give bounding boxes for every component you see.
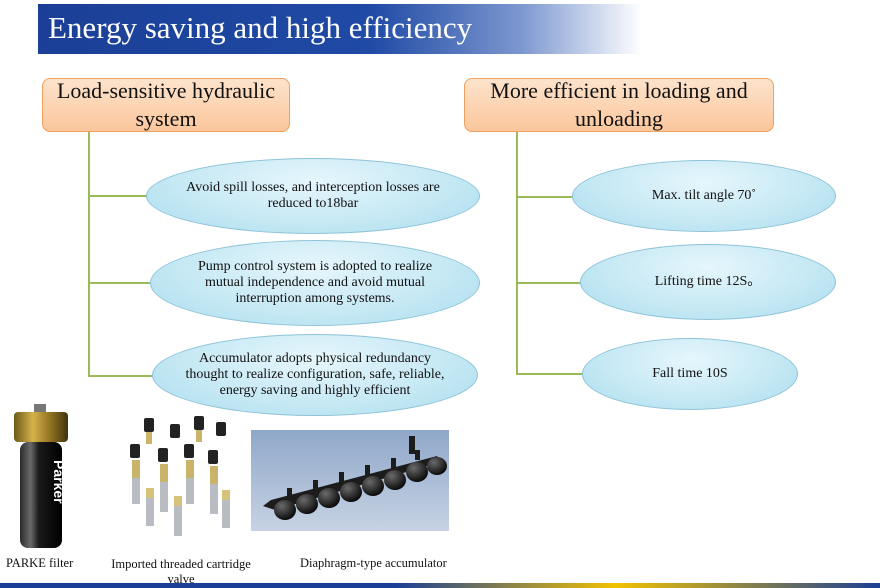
page-title: Energy saving and high efficiency <box>48 10 473 45</box>
caption-parker-filter: PARKE filter <box>6 556 74 570</box>
accumulator-photo <box>251 430 449 531</box>
right-tree-trunk <box>516 132 518 374</box>
left-item-1: Avoid spill losses, and interception los… <box>146 158 480 234</box>
left-branch-1 <box>88 195 150 197</box>
left-item-2: Pump control system is adopted to realiz… <box>150 240 480 326</box>
cartridge-valve-photo <box>130 416 230 536</box>
caption-accumulator: Diaphragm-type accumulator <box>300 556 447 570</box>
left-branch-2 <box>88 282 152 284</box>
right-branch-1 <box>516 196 574 198</box>
left-tree-trunk <box>88 132 90 377</box>
title-banner: Energy saving and high efficiency <box>38 4 642 54</box>
right-item-1: Max. tilt angle 70˚ <box>572 160 836 232</box>
parker-filter-photo: Parker <box>14 404 68 548</box>
caption-cartridge-valve: Imported threaded cartridge valve <box>111 557 251 586</box>
footer-bar <box>0 583 880 588</box>
load-sensitive-box: Load-sensitive hydraulic system <box>42 78 290 132</box>
right-branch-2 <box>516 282 582 284</box>
loading-efficiency-box: More efficient in loading and unloading <box>464 78 774 132</box>
right-item-3: Fall time 10S <box>582 338 798 410</box>
right-branch-3 <box>516 373 584 375</box>
right-item-2: Lifting time 12S。 <box>580 244 836 320</box>
parker-logo: Parker <box>51 460 67 504</box>
left-item-3: Accumulator adopts physical redundancy t… <box>152 334 478 416</box>
left-branch-3 <box>88 375 154 377</box>
